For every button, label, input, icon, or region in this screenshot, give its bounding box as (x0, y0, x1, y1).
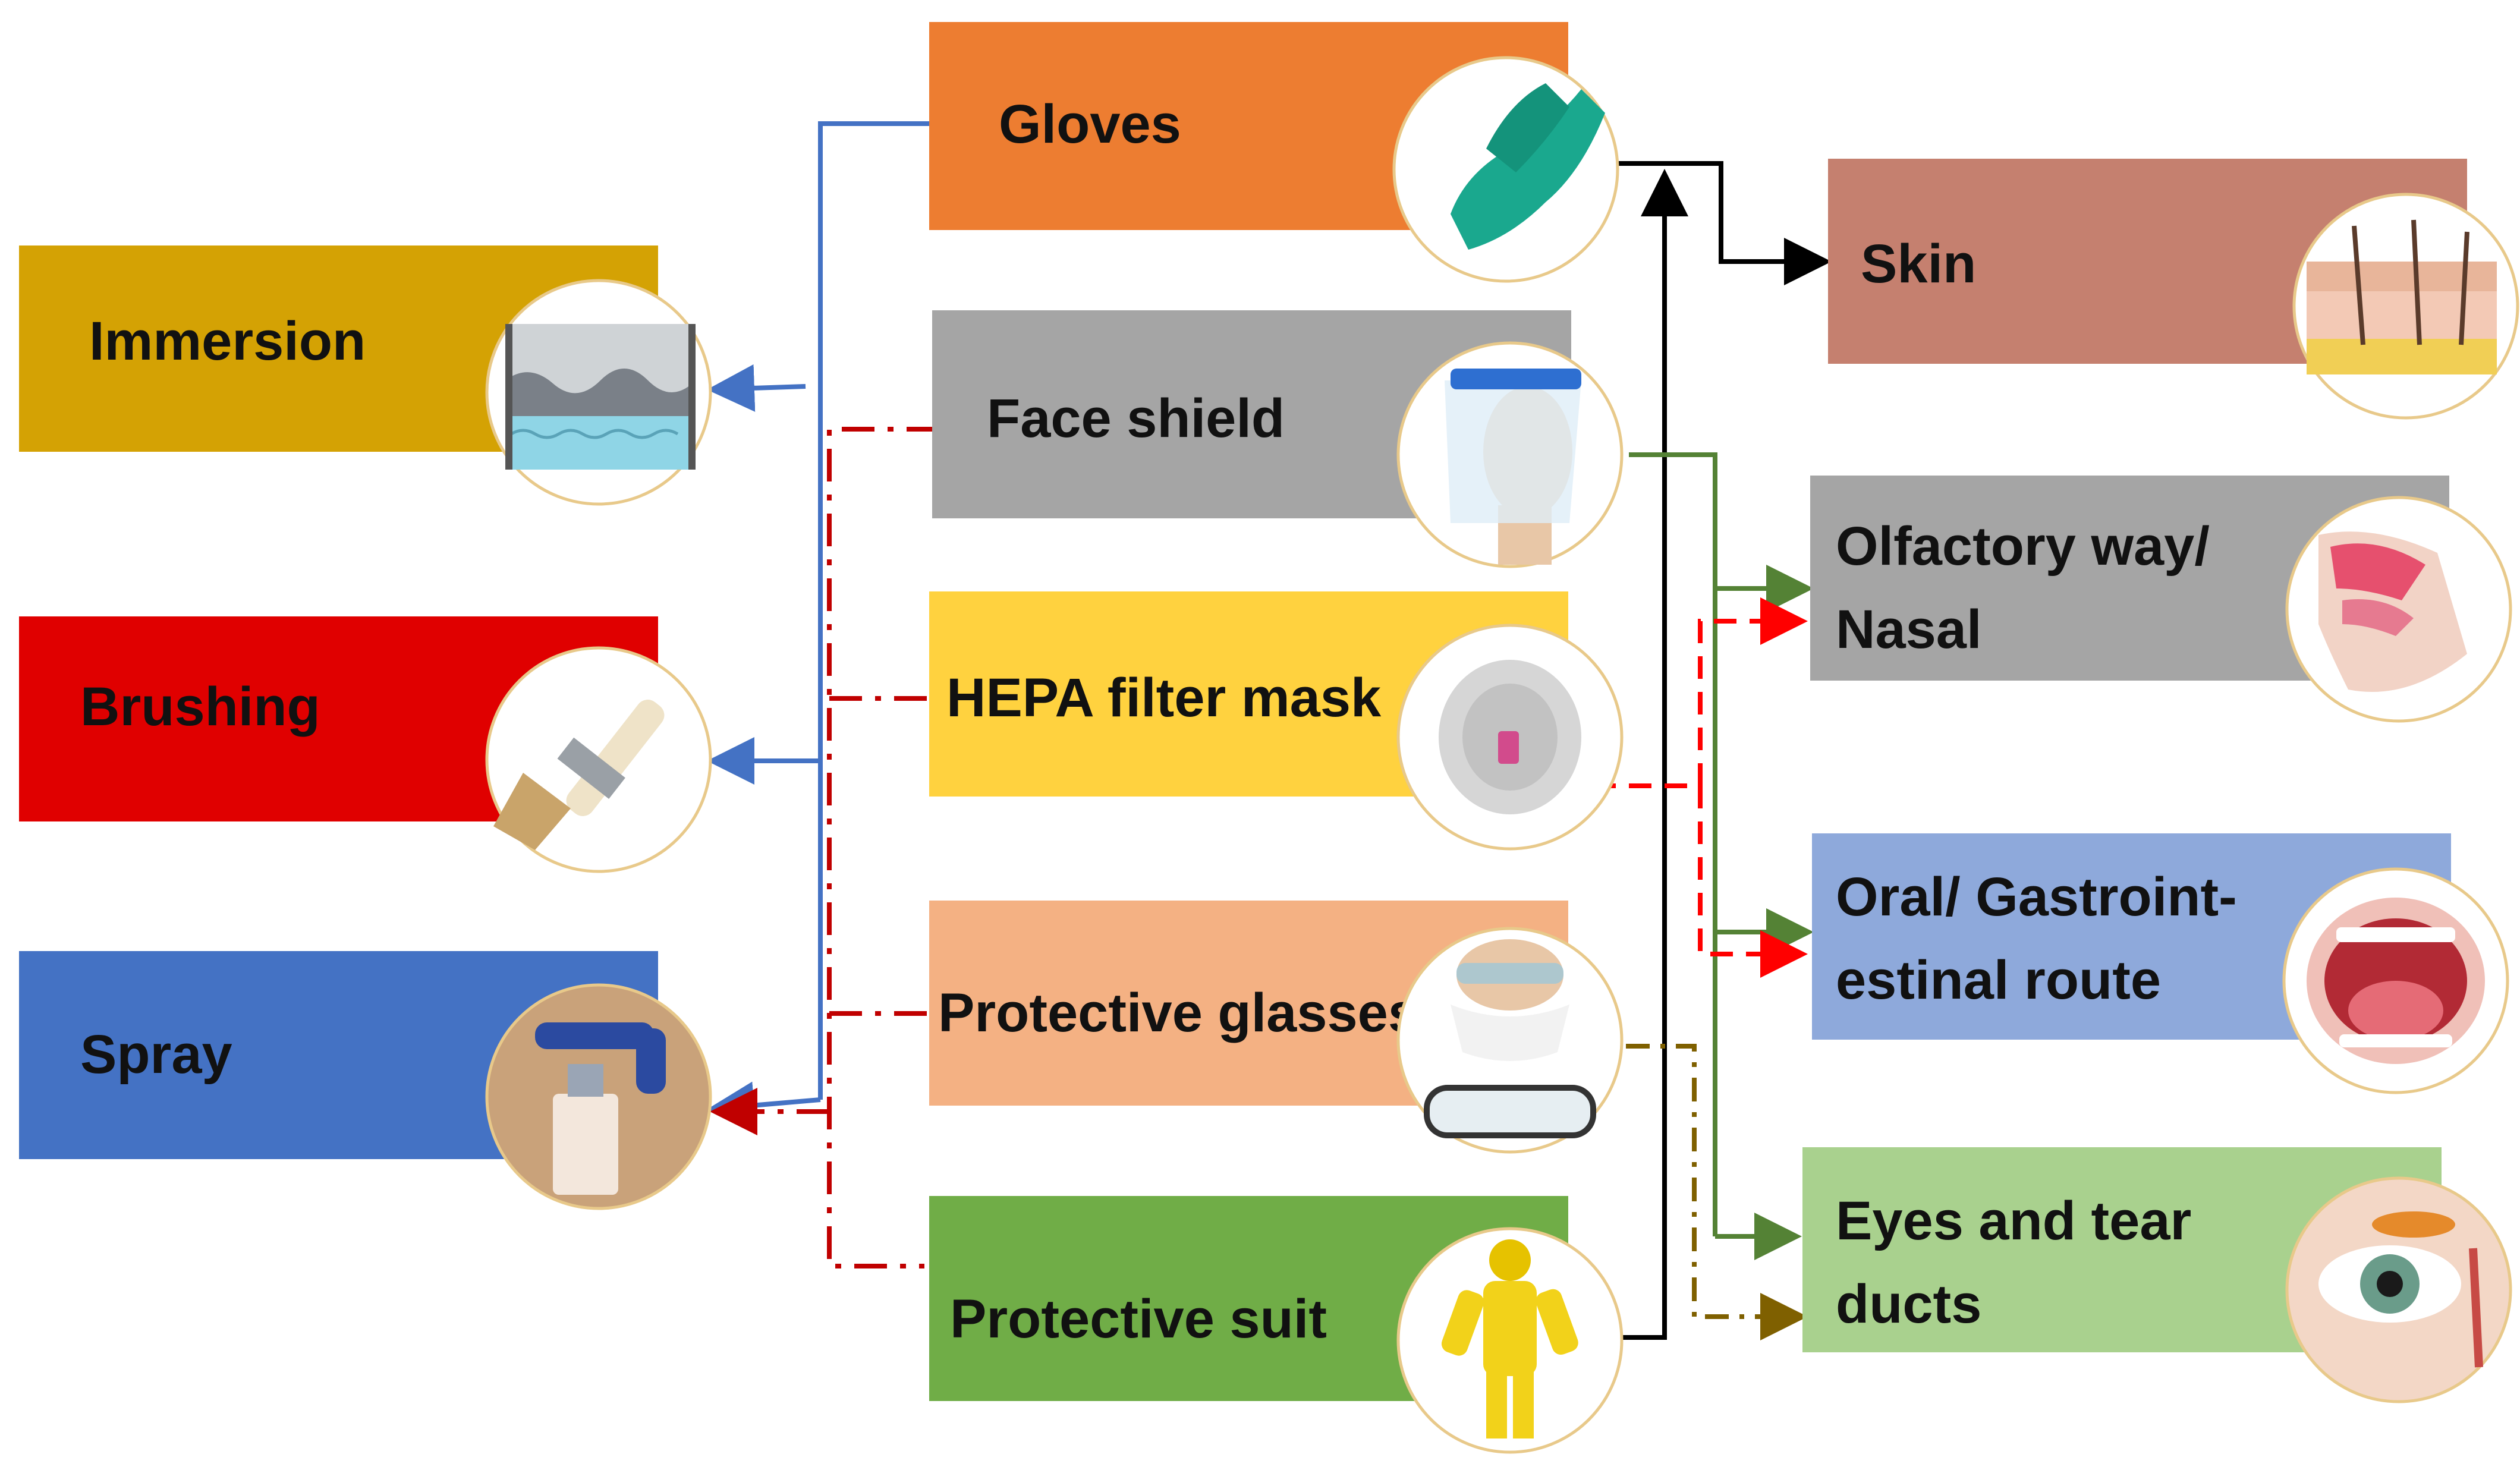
hazmat-suit-icon (1396, 1227, 1624, 1454)
red-dashed-route-connector (1593, 597, 1808, 978)
protective-glasses-label: Protective glasses (938, 983, 1418, 1043)
method-spray: Spray (19, 951, 712, 1210)
route-nasal: Olfactory way/ Nasal (1810, 476, 2512, 723)
eye-tear-duct-icon (2285, 1176, 2512, 1403)
respirator-mask-icon (1396, 624, 1624, 851)
oral-label-line2: estinal route (1836, 950, 2161, 1011)
safety-goggles-icon (1396, 927, 1624, 1154)
route-oral: Oral/ Gastroint- estinal route (1812, 833, 2509, 1094)
hepa-mask-label: HEPA filter mask (946, 668, 1382, 728)
route-eyes: Eyes and tear ducts (1802, 1147, 2512, 1403)
brushing-label: Brushing (80, 676, 320, 737)
nasal-label-line2: Nasal (1836, 599, 1982, 660)
spray-gun-icon (485, 983, 712, 1210)
darkred-method-connector (710, 427, 939, 1268)
gloves-icon (1392, 56, 1619, 283)
method-brushing: Brushing (19, 616, 712, 873)
spray-label: Spray (80, 1024, 232, 1085)
ppe-protective-glasses: Protective glasses (929, 901, 1624, 1154)
open-mouth-icon (2282, 867, 2509, 1094)
skin-layers-icon (2292, 193, 2519, 420)
eyes-label-line1: Eyes and tear (1836, 1191, 2191, 1251)
blue-method-connector (707, 121, 930, 1129)
gloves-label: Gloves (999, 94, 1181, 155)
nasal-label-line1: Olfactory way/ (1836, 516, 2210, 577)
face-shield-label: Face shield (987, 388, 1285, 449)
method-immersion: Immersion (19, 245, 712, 506)
connector-lines (707, 121, 1832, 1340)
protective-suit-label: Protective suit (950, 1289, 1327, 1349)
ppe-gloves: Gloves (929, 22, 1619, 283)
olive-dashdot-route-connector (1626, 1044, 1808, 1340)
face-shield-icon (1396, 341, 1624, 568)
paint-brush-icon (485, 646, 712, 873)
ppe-hepa-mask: HEPA filter mask (929, 591, 1624, 851)
green-route-connector (1629, 452, 1814, 1260)
ppe-protective-suit: Protective suit (929, 1196, 1624, 1454)
immersion-bath-icon (485, 279, 712, 506)
immersion-label: Immersion (89, 311, 366, 372)
black-skin-connector (1617, 161, 1832, 1340)
route-skin: Skin (1828, 159, 2519, 420)
oral-label-line1: Oral/ Gastroint- (1836, 867, 2237, 927)
eyes-label-line2: ducts (1836, 1274, 1981, 1334)
skin-label: Skin (1861, 234, 1976, 294)
nose-cross-section-icon (2285, 496, 2512, 723)
ppe-face-shield: Face shield (932, 310, 1624, 568)
